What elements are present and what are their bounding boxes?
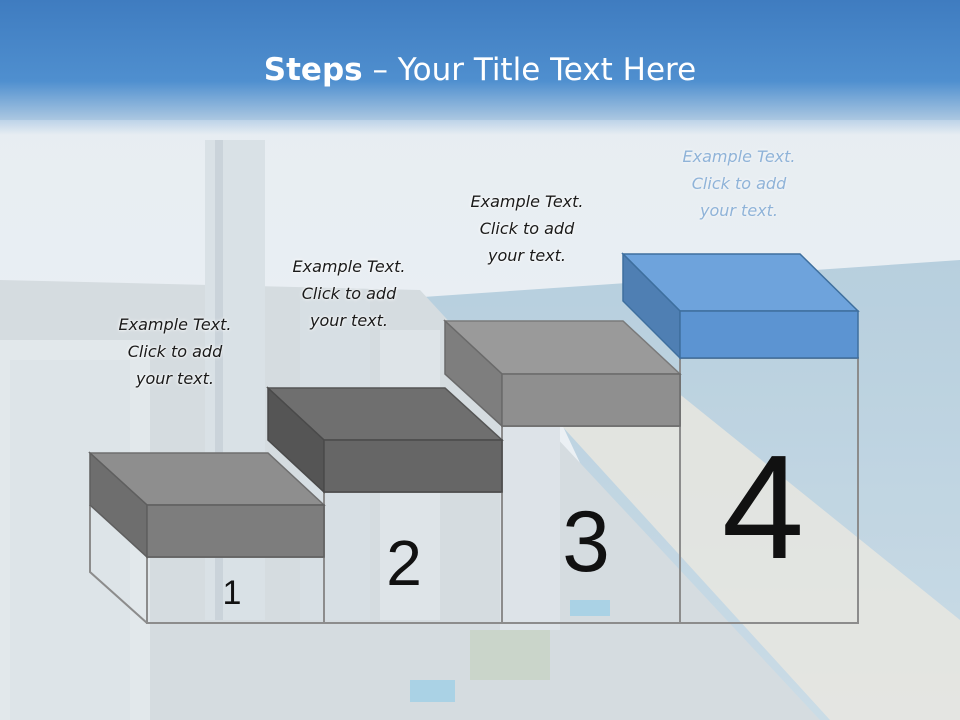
step-1-caption-line: your text. (135, 369, 214, 388)
step-1-caption-line: Example Text. (118, 315, 232, 334)
slide-title-rest: – Your Title Text Here (362, 52, 697, 88)
step-2-caption[interactable]: Example Text. Click to add your text. (254, 253, 444, 334)
step-3-number: 3 (562, 494, 610, 590)
step-3-caption-line: your text. (487, 246, 566, 265)
step-4-caption-line: Click to add (691, 174, 787, 193)
step-2-caption-line: Click to add (301, 284, 397, 303)
slide-title-bold: Steps (263, 52, 363, 88)
title-band (0, 0, 960, 135)
step-1-caption-line: Click to add (127, 342, 223, 361)
step-1-number: 1 (223, 574, 242, 612)
step-4-caption[interactable]: Example Text. Click to add your text. (644, 143, 834, 224)
step-2-block[interactable] (266, 386, 504, 494)
step-1-block[interactable] (88, 451, 326, 559)
step-3-caption-line: Click to add (479, 219, 575, 238)
step-4-caption-line: your text. (699, 201, 778, 220)
slide-title[interactable]: Steps – Your Title Text Here (0, 52, 960, 88)
step-2-number: 2 (386, 527, 422, 599)
step-2-caption-line: Example Text. (292, 257, 406, 276)
step-3-caption[interactable]: Example Text. Click to add your text. (432, 188, 622, 269)
step-4-block[interactable] (621, 252, 860, 360)
step-4-caption-line: Example Text. (682, 147, 796, 166)
step-3-block[interactable] (443, 319, 682, 428)
step-3-caption-line: Example Text. (470, 192, 584, 211)
step-2-caption-line: your text. (309, 311, 388, 330)
step-1-caption[interactable]: Example Text. Click to add your text. (80, 311, 270, 392)
step-4-number: 4 (722, 425, 804, 590)
